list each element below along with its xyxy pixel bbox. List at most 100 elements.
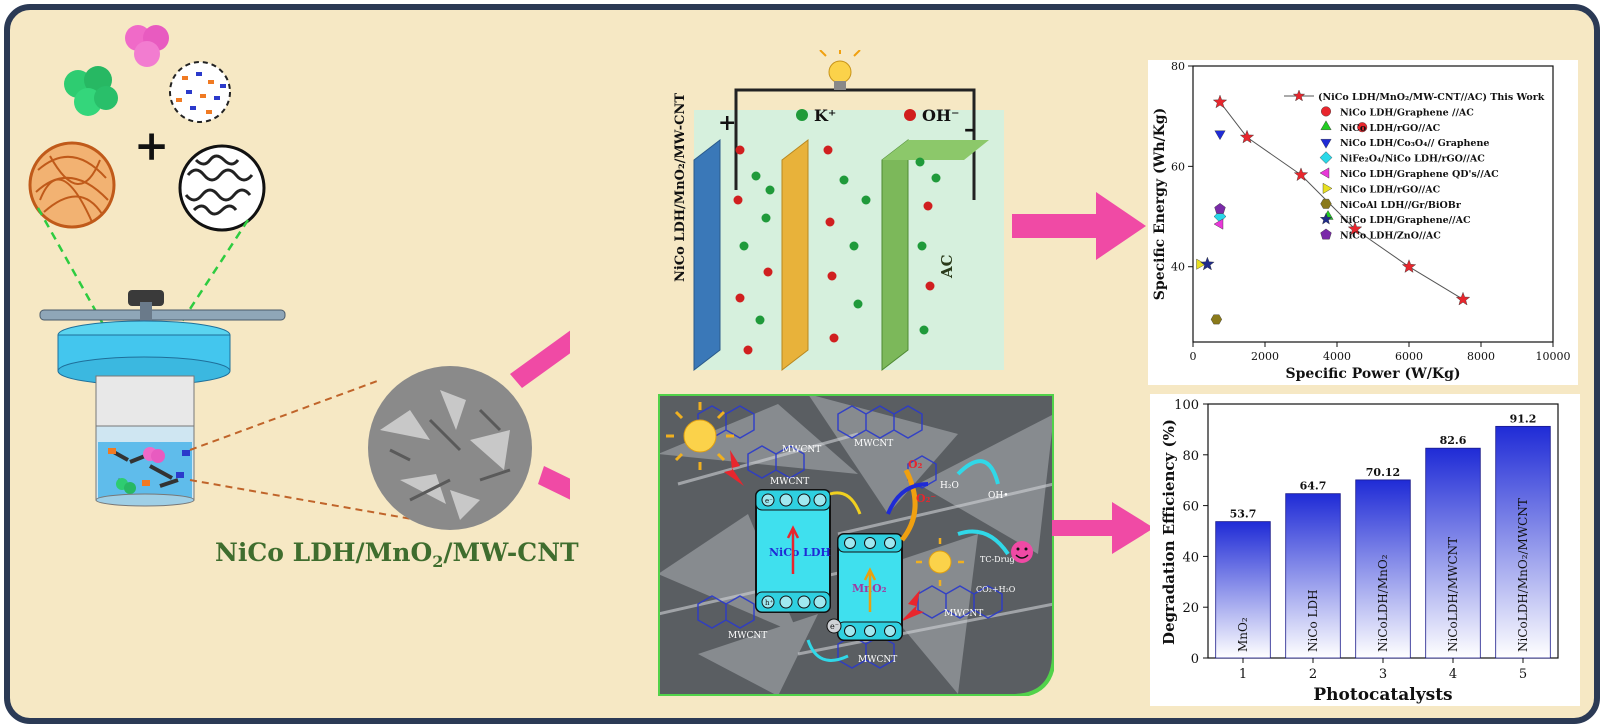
mwcnt-label-5: MWCNT [858, 655, 897, 665]
sem-image-circle [368, 366, 532, 530]
degradation-bar-chart: Photocatalysts Degradation Efficiency (%… [1150, 394, 1580, 706]
light-bolt-icon-2 [900, 590, 924, 622]
anion-label: OH⁻ [922, 106, 960, 125]
positive-terminal: + [718, 110, 736, 136]
legend-label: NiCo LDH/rGO//AC [1340, 184, 1441, 195]
stirrer-apparatus [39, 290, 286, 507]
y-tick-label: 60 [1171, 160, 1185, 173]
mno2-dispersion-circle [169, 61, 231, 123]
bar-name-label: NiCoLDH/MWCNT [1446, 537, 1460, 652]
legend-label: NiCo LDH/ZnO//AC [1340, 231, 1441, 242]
arrow-to-ragone-plot [1012, 192, 1146, 260]
x-tick-label: 0 [1190, 350, 1197, 363]
bar [1285, 493, 1341, 659]
legend-marker [1322, 182, 1333, 194]
bar-y-axis-label: Degradation Efficiency (%) [1160, 419, 1178, 645]
bar [1495, 425, 1551, 659]
legend-label: NiCo LDH/rGO//AC [1340, 123, 1441, 134]
legend-label: NiCoAl LDH//Gr/BiOBr [1340, 200, 1462, 211]
legend-marker [1292, 89, 1306, 102]
data-point [1200, 256, 1215, 271]
data-point [1210, 314, 1223, 325]
oh-radical-label: OH• [988, 491, 1009, 501]
y-tick-label: 20 [1182, 601, 1199, 616]
green-nanoparticle-cluster [64, 66, 118, 116]
h2o-label: H₂O [940, 481, 959, 491]
o2-label: O₂ [908, 458, 923, 471]
y-tick-label: 40 [1171, 261, 1185, 274]
bar-value-label: 70.12 [1366, 466, 1400, 479]
legend-label: NiCo LDH/Co₃O₄// Graphene [1340, 138, 1489, 149]
data-point [1357, 122, 1368, 133]
electron-label: e⁻ [765, 497, 773, 505]
cnt-network-ball [178, 144, 266, 232]
figure-frame: + [4, 4, 1600, 724]
legend-marker [1320, 138, 1332, 149]
mwcnt-label-3: MWCNT [770, 477, 809, 487]
charge-carriers: e⁻ h⁺ [761, 493, 896, 637]
nico-ldh-label: NiCo LDH [769, 546, 831, 559]
data-point [1455, 291, 1471, 306]
cation-label: K⁺ [814, 106, 836, 125]
pink-nanoparticle-cluster [125, 25, 169, 67]
bar-name-label: NiCoLDH/MnO₂/MWCNT [1516, 498, 1530, 652]
material-label: NiCo LDH/MnO2/MW-CNT [215, 538, 579, 571]
bar-x-axis-label: Photocatalysts [1313, 685, 1452, 705]
y-tick-label: 80 [1171, 60, 1185, 73]
y-tick-label: 0 [1191, 652, 1199, 667]
arrow-to-supercapacitor [510, 310, 570, 388]
legend-marker [1319, 212, 1333, 225]
y-tick-label: 40 [1182, 550, 1199, 565]
category-label: 4 [1449, 667, 1457, 682]
x-tick-label: 2000 [1251, 350, 1279, 363]
bar-name-label: MnO₂ [1236, 617, 1250, 652]
supercapacitor-cell: + – K⁺ OH⁻ NiCo LDH/MnO₂/MW-CNT AC [673, 50, 1004, 372]
category-label: 1 [1239, 667, 1247, 682]
bar-value-label: 53.7 [1230, 508, 1257, 521]
photocatalysis-mechanism: MWCNT MWCNT MWCNT MWCNT MWCNT MWCNT NiCo… [658, 394, 1054, 696]
light-bulb-icon [819, 50, 861, 90]
drug-label: TC-Drug [980, 555, 1015, 564]
bar-value-label: 82.6 [1440, 434, 1467, 447]
legend-marker [1319, 151, 1333, 164]
legend-marker [1320, 106, 1331, 117]
legend-marker [1320, 120, 1332, 131]
transfer-arrow-blue [886, 482, 929, 515]
legend-marker [1320, 228, 1332, 240]
ragone-x-axis-label: Specific Power (W/Kg) [1286, 366, 1461, 382]
mwcnt-label-1: MWCNT [782, 445, 821, 455]
positive-electrode [693, 138, 721, 372]
legend-label: NiFe₂O₄/NiCo LDH/rGO//AC [1340, 154, 1485, 165]
electron-label-2: e⁻ [830, 622, 839, 631]
electrode-label: NiCo LDH/MnO₂/MW-CNT [673, 93, 688, 282]
light-bolt-icon [724, 450, 744, 486]
legend-label: NiCo LDH/Graphene //AC [1340, 107, 1474, 118]
legend-marker [1319, 167, 1330, 179]
separator [781, 138, 809, 372]
mwcnt-label-2: MWCNT [854, 439, 893, 449]
mwcnt-label-6: MWCNT [944, 609, 983, 619]
synthesis-schematic: + [28, 25, 570, 530]
plus-sign: + [134, 121, 169, 170]
data-point [1347, 221, 1363, 236]
arrow-to-photocatalysis [538, 466, 570, 500]
legend-label: NiCo LDH/Graphene//AC [1340, 215, 1471, 226]
data-point [1196, 258, 1206, 270]
y-tick-label: 100 [1174, 398, 1199, 413]
products-label: CO₂+H₂O [976, 585, 1016, 594]
bar-value-label: 91.2 [1510, 412, 1537, 425]
bar-value-label: 64.7 [1300, 480, 1327, 493]
bar [1355, 479, 1411, 659]
negative-terminal: – [964, 116, 975, 142]
x-tick-label: 4000 [1323, 350, 1351, 363]
negative-electrode [881, 138, 909, 372]
bar-name-label: NiCoLDH/MnO₂ [1376, 554, 1390, 652]
y-tick-label: 80 [1182, 449, 1199, 464]
sun-icon [666, 402, 734, 470]
ragone-y-axis-label: Specific Energy (Wh/Kg) [1152, 108, 1168, 300]
x-tick-label: 6000 [1395, 350, 1423, 363]
mwcnt-label-4: MWCNT [728, 631, 767, 641]
smiley-face-icon [1011, 541, 1033, 563]
transfer-arrow-orange [900, 468, 918, 542]
